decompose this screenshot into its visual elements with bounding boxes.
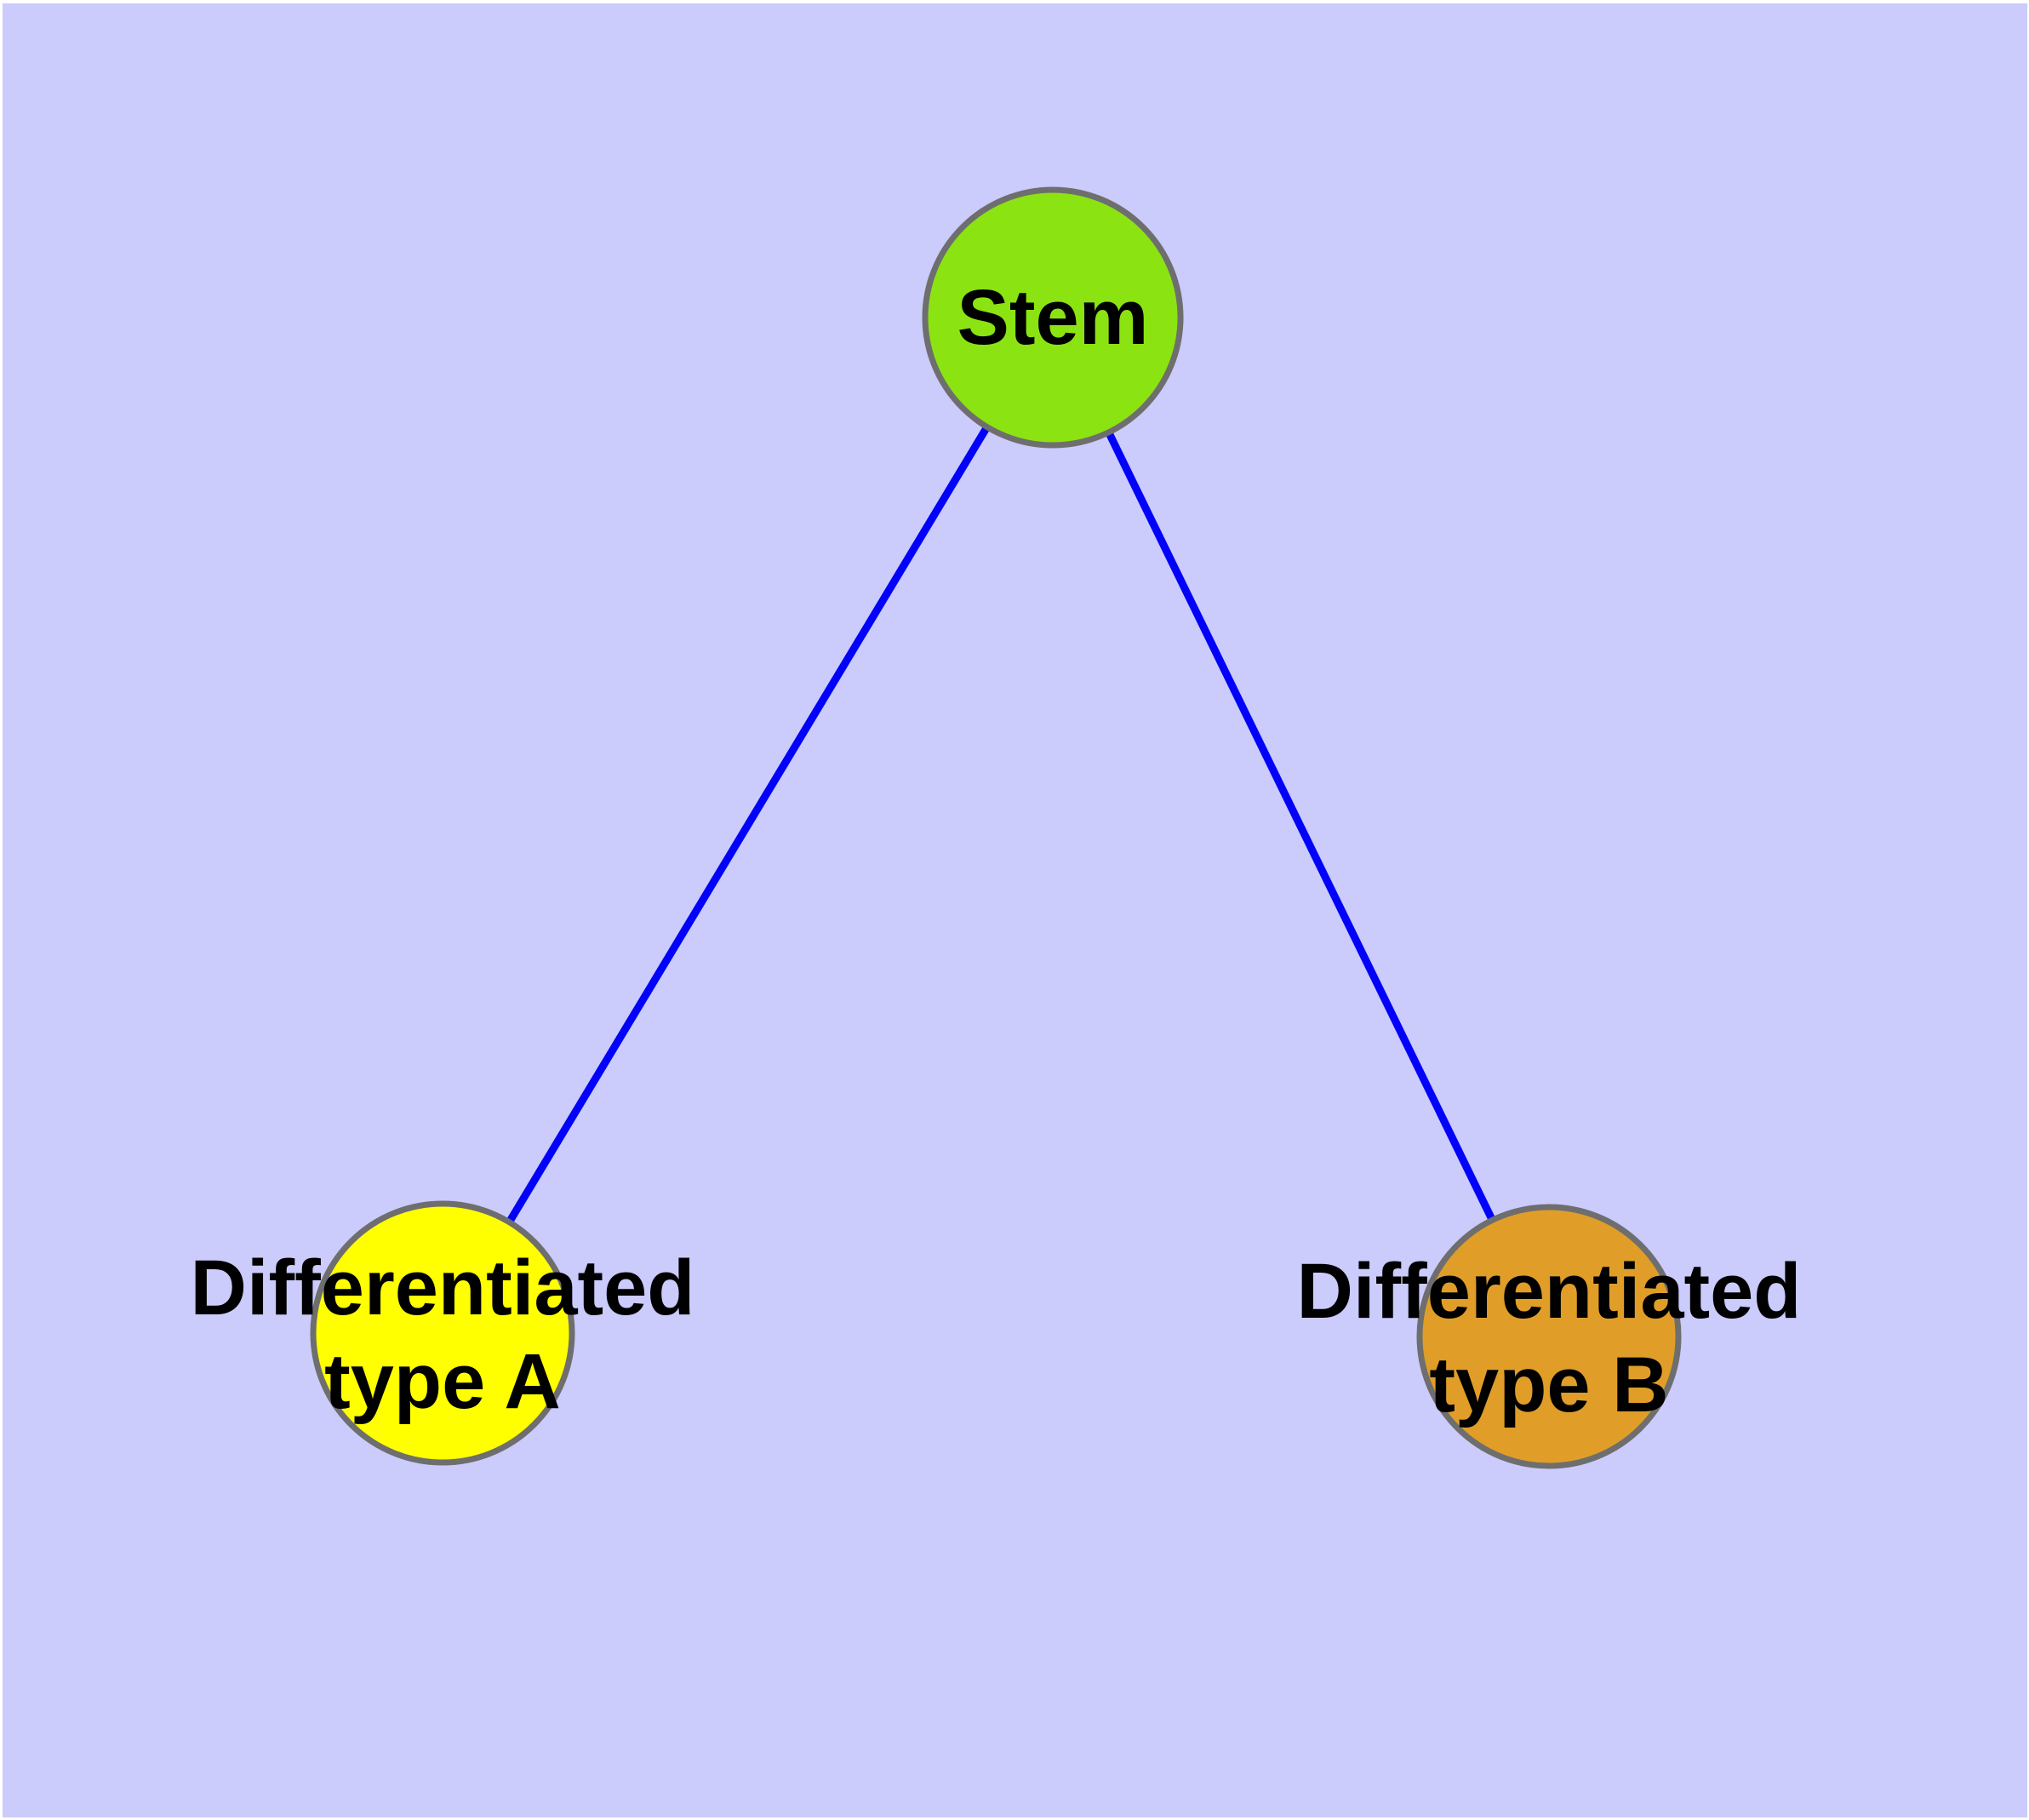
node-type-b-label-line1: Differentiated — [1297, 1248, 1802, 1335]
node-type-a-label-line1: Differentiated — [191, 1245, 695, 1331]
node-type-b-label-line2: type B — [1429, 1342, 1668, 1428]
edge-stem-to-type-a — [439, 315, 1056, 1336]
node-type-a-label-line2: type A — [324, 1338, 561, 1425]
node-stem-label: Stem — [957, 274, 1149, 361]
node-type-a-circle — [310, 1200, 575, 1466]
edge-stem-to-type-b — [1049, 316, 1553, 1338]
node-stem-circle — [922, 186, 1184, 449]
node-type-b-circle — [1416, 1204, 1682, 1469]
